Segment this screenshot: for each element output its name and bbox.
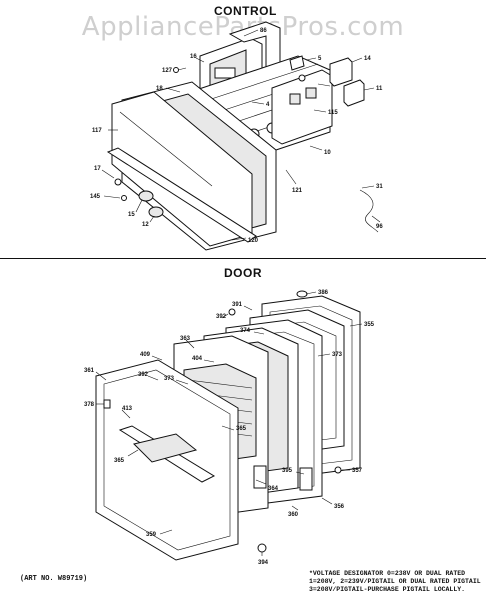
callout-4: 4 xyxy=(266,102,270,108)
callout-127: 127 xyxy=(162,68,173,74)
voltage-note-line-3: 3=208V/PIGTAIL-PURCHASE PIGTAIL LOCALLY. xyxy=(309,586,466,593)
bottom-trim-strip xyxy=(106,147,257,243)
door-outer-panel-border xyxy=(103,369,231,551)
control-section-title: CONTROL xyxy=(214,4,277,18)
callout-16: 16 xyxy=(190,54,197,60)
switch-block-1 xyxy=(289,93,301,105)
callout-14: 14 xyxy=(364,56,371,62)
part-357 xyxy=(334,466,342,474)
callout-359: 359 xyxy=(146,532,157,538)
part-5 xyxy=(298,74,306,82)
part-386 xyxy=(296,290,308,298)
pigtail-wire xyxy=(359,189,379,233)
part-394 xyxy=(257,543,267,553)
callout-392: 392 xyxy=(216,314,227,320)
knob-15 xyxy=(138,190,154,202)
callout-12: 12 xyxy=(142,222,149,228)
art-number: (ART NO. W89719) xyxy=(20,575,88,583)
part-392 xyxy=(228,308,236,316)
callout-357: 357 xyxy=(352,468,363,474)
callout-374: 374 xyxy=(240,328,251,334)
part-378 xyxy=(103,399,111,409)
callout-386: 386 xyxy=(318,290,329,296)
control-assembly: 86 5 14 11 127 16 18 4 115 117 17 145 15… xyxy=(90,21,383,251)
callout-394: 394 xyxy=(258,560,269,566)
door-section-title: DOOR xyxy=(224,266,262,280)
callout-361: 361 xyxy=(84,368,95,374)
voltage-note: *VOLTAGE DESIGNATOR 0=238V OR DUAL RATED… xyxy=(309,570,481,594)
callout-5: 5 xyxy=(318,56,322,62)
callout-391: 391 xyxy=(232,302,243,308)
callout-365: 365 xyxy=(236,426,247,432)
callout-404: 404 xyxy=(192,356,203,362)
callout-11: 11 xyxy=(376,86,383,92)
callout-373b: 373 xyxy=(164,376,175,382)
callout-360: 360 xyxy=(288,512,299,518)
callout-365b: 365 xyxy=(114,458,125,464)
callout-409: 409 xyxy=(140,352,151,358)
terminal-block-14 xyxy=(329,57,353,87)
switch-plate xyxy=(271,69,333,145)
hinge-360 xyxy=(299,467,313,491)
callout-117: 117 xyxy=(92,128,102,134)
callout-392b: 392 xyxy=(138,372,149,378)
clock-display xyxy=(214,67,236,79)
callout-413: 413 xyxy=(122,406,133,412)
callout-356: 356 xyxy=(334,504,345,510)
callout-10: 10 xyxy=(324,150,331,156)
callout-145: 145 xyxy=(90,194,101,200)
callout-121: 121 xyxy=(292,188,303,194)
part-17 xyxy=(114,178,122,186)
callout-120: 120 xyxy=(248,238,259,244)
callout-96: 96 xyxy=(376,224,383,230)
callout-17: 17 xyxy=(94,166,101,172)
voltage-note-line-1: *VOLTAGE DESIGNATOR 0=238V OR DUAL RATED xyxy=(309,570,466,577)
door-assembly: 392 386 391 374 355 373 363 404 409 361 … xyxy=(84,290,375,566)
callout-373: 373 xyxy=(332,352,343,358)
switch-block-2 xyxy=(305,87,317,99)
section-divider xyxy=(0,258,486,259)
voltage-note-line-2: 1=208V, 2=239V/PIGTAIL OR DUAL RATED PIG… xyxy=(309,578,481,585)
terminal-block-11 xyxy=(343,79,365,107)
callout-395: 395 xyxy=(282,468,293,474)
knob-12 xyxy=(148,206,164,218)
callout-18: 18 xyxy=(156,86,163,92)
door-window-recess xyxy=(133,433,198,463)
callout-115: 115 xyxy=(328,110,338,116)
callout-364: 364 xyxy=(268,486,279,492)
hinge-364 xyxy=(253,465,267,489)
part-127 xyxy=(173,67,179,73)
part-145 xyxy=(121,195,127,201)
callout-378: 378 xyxy=(84,402,95,408)
callout-355: 355 xyxy=(364,322,375,328)
callout-15: 15 xyxy=(128,212,135,218)
part-86 xyxy=(289,55,305,71)
callout-86: 86 xyxy=(260,28,267,34)
callout-363: 363 xyxy=(180,336,191,342)
callout-31: 31 xyxy=(376,184,383,190)
